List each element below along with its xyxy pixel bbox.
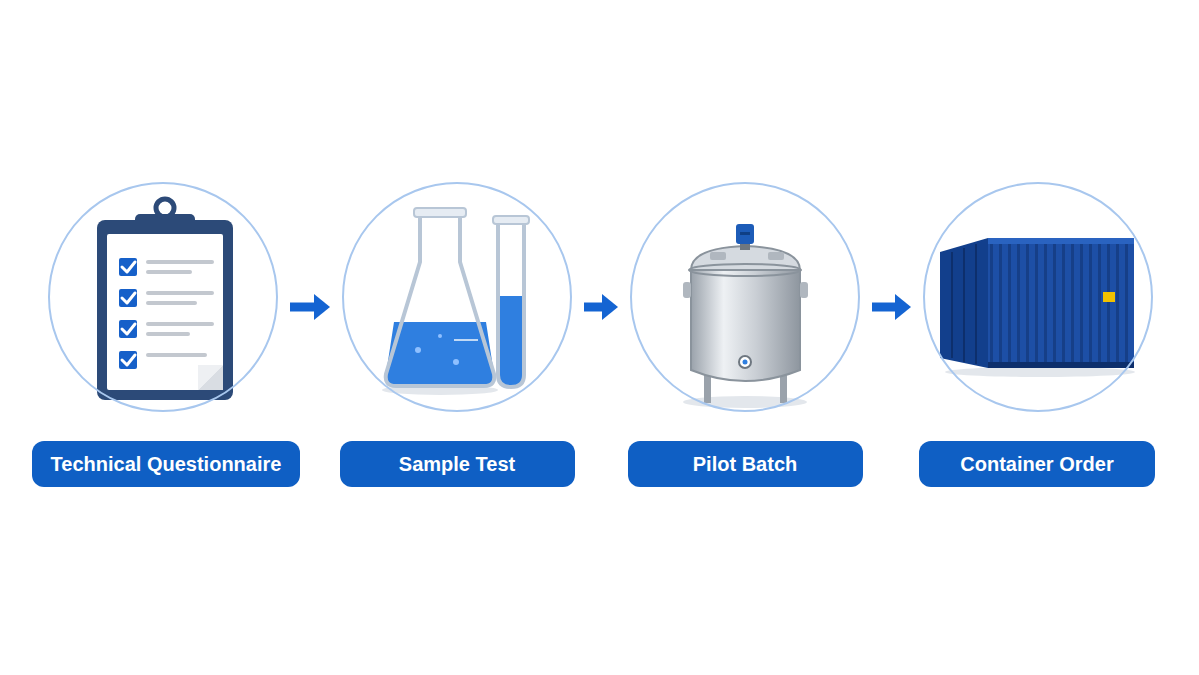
shipping-container-icon [940,238,1135,377]
step-label: Sample Test [340,441,575,487]
step-circle [342,182,572,412]
flow-arrow [584,294,618,320]
step-circle [923,182,1153,412]
flow-arrow [872,294,911,320]
flow-arrow [290,294,330,320]
lab-glassware-icon [382,208,529,395]
clipboard-icon [97,199,233,400]
step-circle [48,182,278,412]
step-label: Pilot Batch [628,441,863,487]
step-circle [630,182,860,412]
step-label: Technical Questionnaire [32,441,300,487]
step-label: Container Order [919,441,1155,487]
mixing-tank-icon [683,224,808,408]
